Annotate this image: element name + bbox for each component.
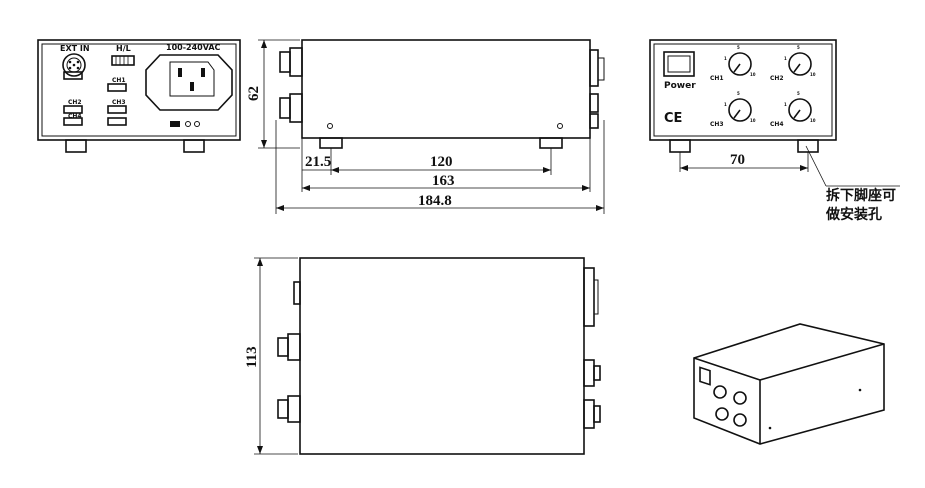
ce-mark: CE (664, 111, 682, 126)
hl-switch (111, 55, 135, 66)
dim-163: 163 (432, 173, 455, 189)
knob-ch3: CH3 1 5 10 (710, 91, 756, 128)
note-line-1: 拆下脚座可 (826, 187, 896, 204)
front-panel-view: EXT IN H/L 100-240VAC CH1 C (37, 39, 241, 153)
dim-120: 120 (430, 154, 453, 170)
knob-label-ch2: CH2 (770, 75, 784, 82)
dim-70: 70 (730, 152, 745, 168)
top-view: 113 (244, 257, 601, 455)
hl-switch-label: H/L (116, 44, 131, 53)
dim-21-5: 21.5 (305, 154, 331, 170)
front-ch-label-4: CH4 (68, 113, 82, 120)
knob-label-ch3: CH3 (710, 121, 724, 128)
svg-text:1: 1 (724, 56, 727, 61)
front-ch-label-1: CH1 (112, 77, 126, 84)
note-line-2: 做安装孔 (825, 206, 882, 223)
side-view: 62 21.5 120 163 184.8 (246, 39, 605, 214)
knob-ch2: CH2 1 5 10 (770, 45, 816, 82)
front-indicator (170, 121, 200, 127)
knob-ch1: CH1 1 5 10 (710, 45, 756, 82)
svg-text:5: 5 (737, 45, 740, 50)
power-switch (663, 51, 695, 77)
dim-height: 62 (246, 86, 262, 101)
svg-text:10: 10 (750, 118, 756, 123)
svg-text:5: 5 (797, 45, 800, 50)
front-ch-label-2: CH2 (68, 99, 82, 106)
front-ch-label-3: CH3 (112, 99, 126, 106)
knob-ch4: CH4 1 5 10 (770, 91, 816, 128)
knob-label-ch4: CH4 (770, 121, 784, 128)
front-outputs: CH1 CH2 CH3 CH4 (63, 71, 127, 126)
power-label: Power (664, 81, 696, 91)
ext-in-label: EXT IN (60, 44, 90, 53)
perspective-view (693, 323, 885, 445)
svg-text:10: 10 (810, 72, 816, 77)
back-panel-view: Power CE CH1 1 5 10 CH2 1 5 10 CH3 1 5 1… (649, 39, 900, 223)
svg-text:5: 5 (797, 91, 800, 96)
svg-text:1: 1 (724, 102, 727, 107)
voltage-label: 100-240VAC (166, 43, 221, 52)
dim-184-8: 184.8 (418, 193, 452, 209)
svg-text:1: 1 (784, 56, 787, 61)
knob-label-ch1: CH1 (710, 75, 724, 82)
svg-text:10: 10 (750, 72, 756, 77)
svg-text:5: 5 (737, 91, 740, 96)
dim-113: 113 (244, 346, 260, 368)
power-inlet (145, 54, 233, 111)
svg-text:10: 10 (810, 118, 816, 123)
svg-text:1: 1 (784, 102, 787, 107)
